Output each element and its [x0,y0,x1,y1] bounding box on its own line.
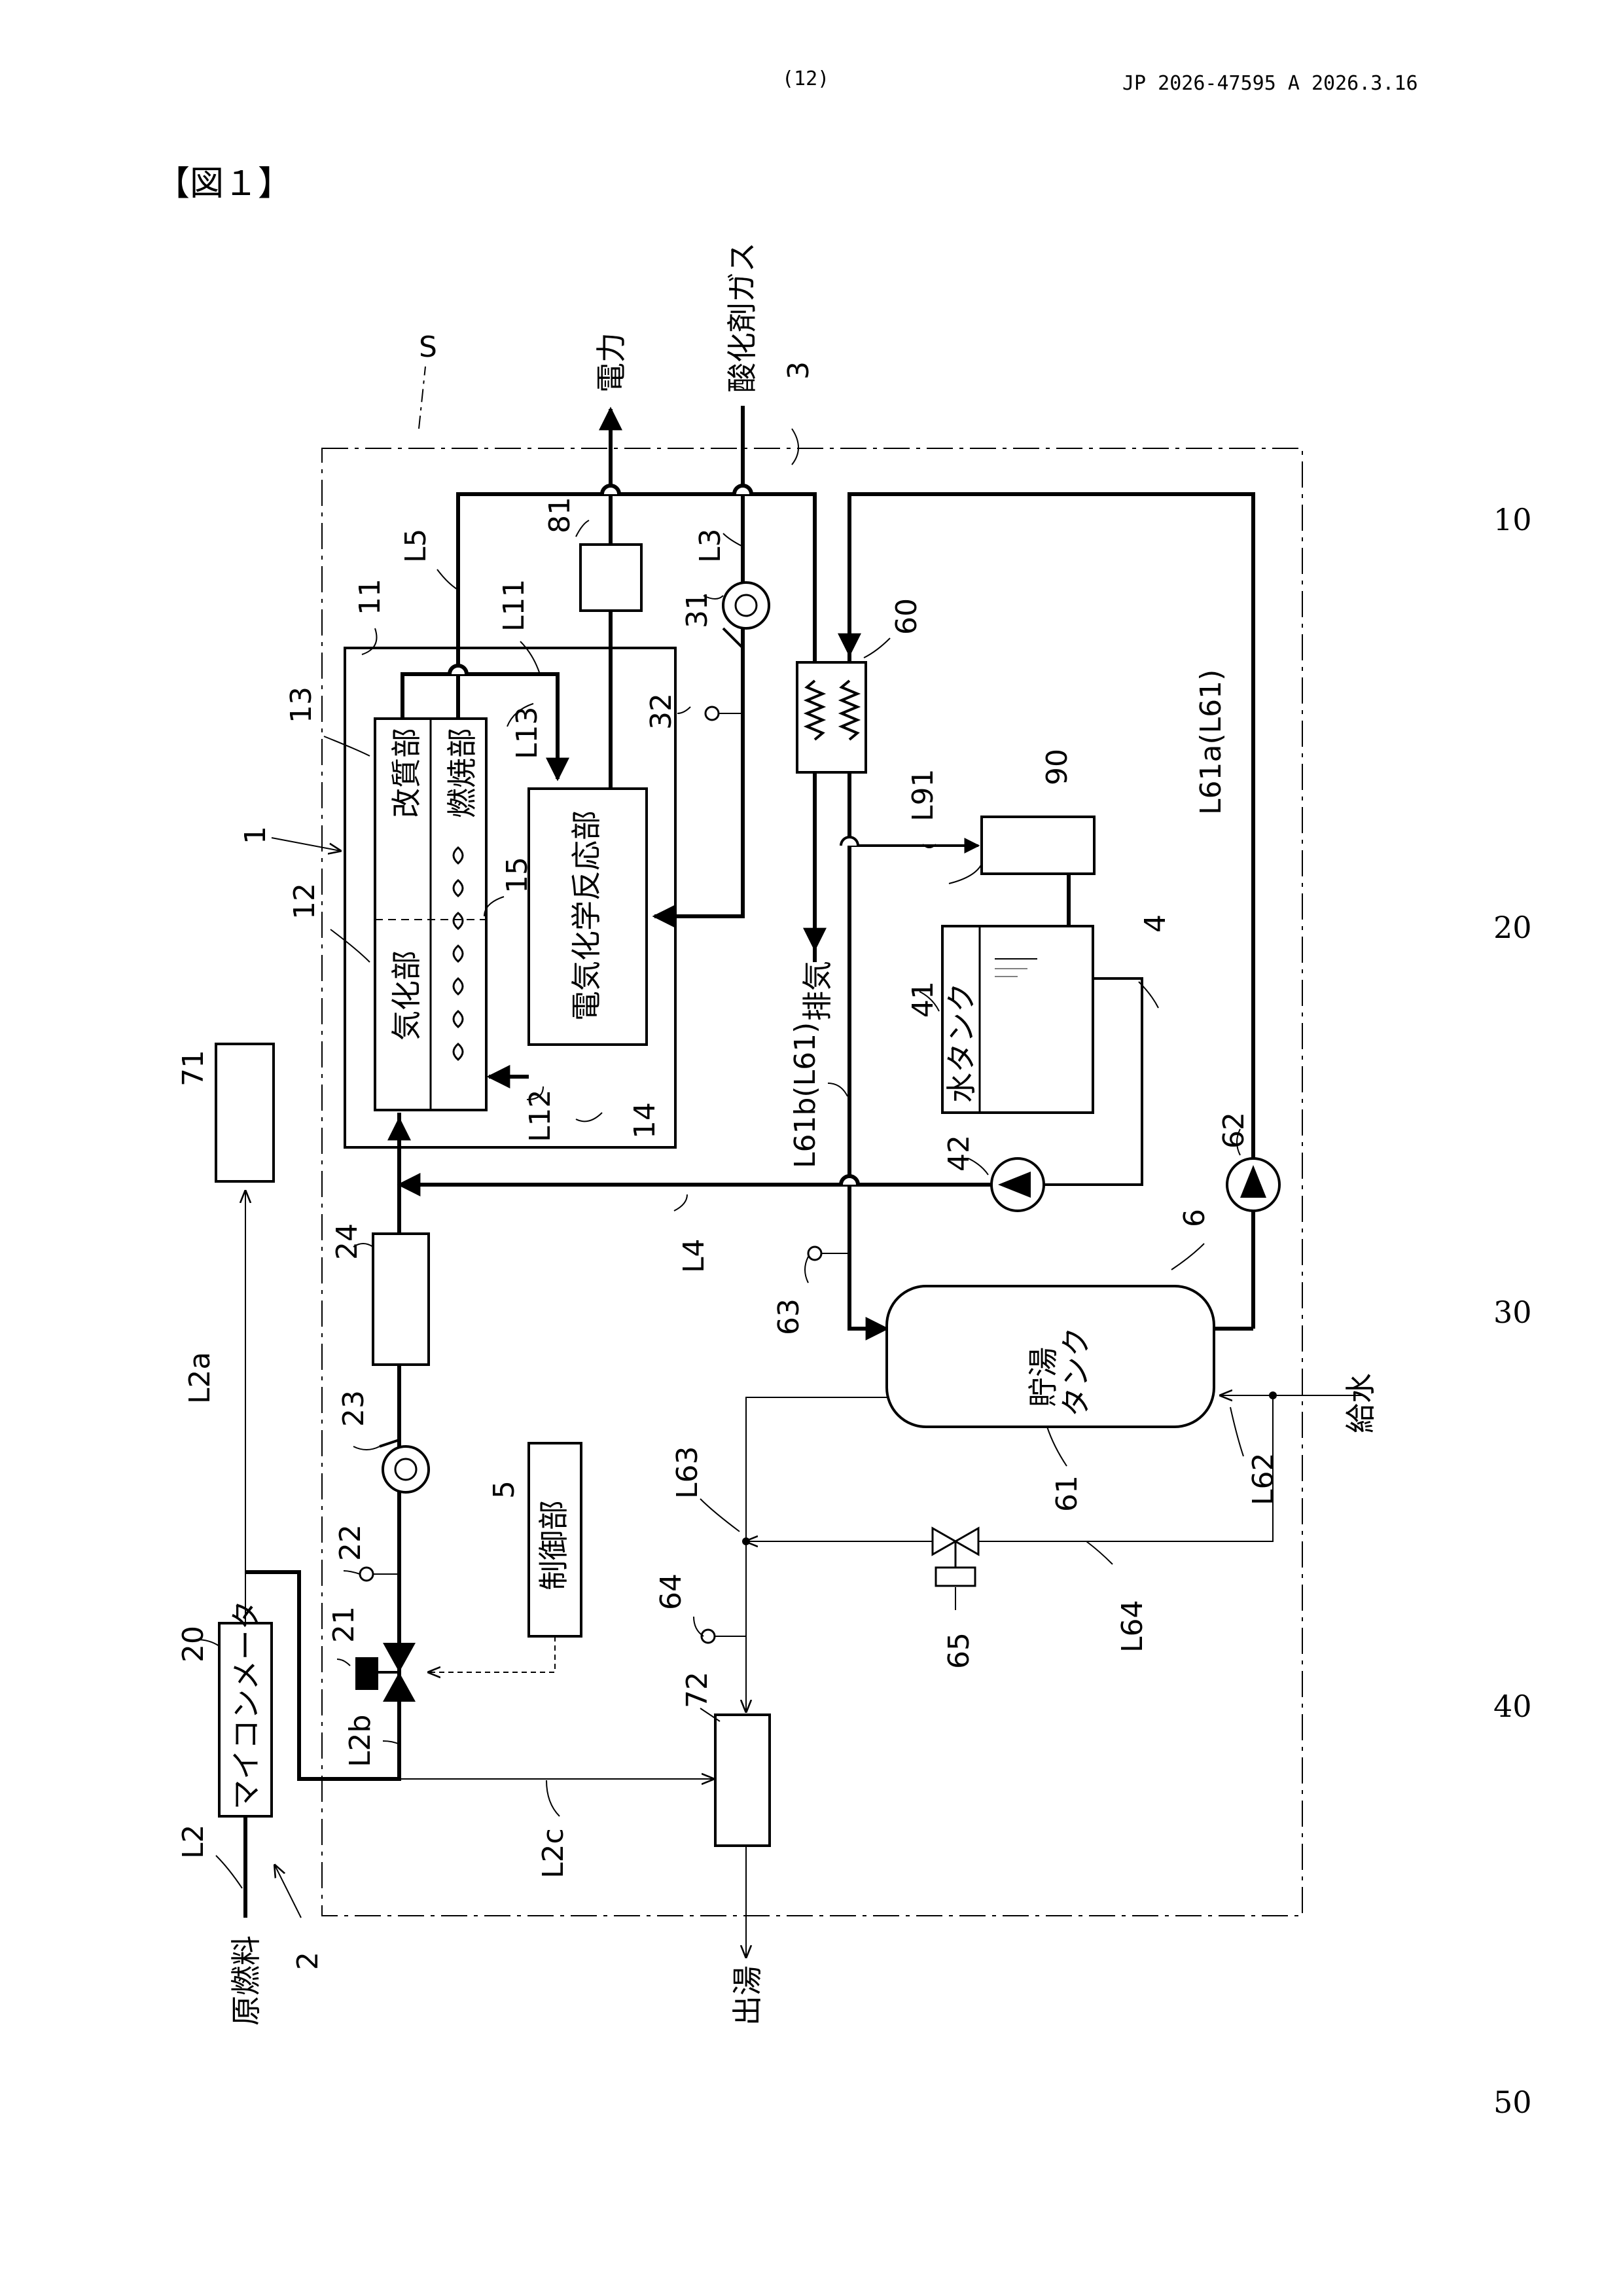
sensor-32 [705,707,719,720]
label-3: 3 [782,361,815,380]
label-L4: L4 [677,1238,711,1273]
label-water-tank: 水タンク [944,982,979,1103]
label-61: 61 [1050,1475,1084,1512]
label-5: 5 [488,1480,521,1499]
label-hot-water-out: 出湯 [730,1965,765,2026]
label-S: S [419,331,437,364]
label-13: 13 [285,687,318,723]
label-23: 23 [337,1390,370,1427]
label-L61b: L61b(L61) [789,1022,822,1168]
label-raw-fuel: 原燃料 [228,1935,264,2026]
label-32: 32 [645,693,678,730]
label-6: 6 [1178,1209,1211,1227]
label-L61a: L61a(L61) [1194,670,1228,815]
label-storage-tank-2: タンク [1058,1327,1094,1417]
label-41: 41 [906,981,940,1018]
sensor-63 [808,1247,821,1260]
label-L2c: L2c [537,1828,570,1878]
valve-21-actuator [355,1657,378,1690]
heat-exchanger-60 [797,662,866,772]
valve-65-actuator [936,1568,975,1586]
label-4: 4 [1139,914,1172,933]
label-vaporizing-section: 気化部 [389,950,424,1041]
label-L63: L63 [671,1446,704,1499]
label-storage-tank-1: 貯湯 [1026,1347,1061,1407]
label-L2: L2 [177,1824,210,1859]
label-L2a: L2a [183,1352,217,1404]
label-power: 電力 [594,332,629,393]
label-2: 2 [291,1952,325,1970]
label-31: 31 [681,592,714,628]
label-90: 90 [1041,749,1074,785]
label-72: 72 [681,1672,714,1708]
label-1: 1 [239,826,272,844]
label-15: 15 [501,857,534,893]
combustion-flames [454,848,463,1060]
label-exhaust: 排気 [800,961,835,1021]
fuel-blower-23 [383,1446,429,1492]
label-11: 11 [353,579,387,615]
label-controller: 制御部 [536,1500,571,1590]
label-L64: L64 [1116,1600,1149,1653]
label-63: 63 [772,1299,806,1335]
desulfurizer-24 [373,1234,429,1365]
label-81: 81 [543,497,577,533]
label-L62: L62 [1247,1452,1280,1505]
inverter-81 [580,545,641,611]
blower-31 [723,583,769,628]
label-L2b: L2b [344,1715,377,1767]
label-64: 64 [654,1573,688,1610]
sensor-22 [360,1568,373,1581]
label-60: 60 [890,598,923,635]
label-21: 21 [327,1606,361,1643]
label-electrochemical-section: 電気化学反応部 [569,810,604,1021]
label-71: 71 [177,1050,210,1086]
mixing-unit-72 [715,1715,770,1846]
label-22: 22 [334,1524,367,1561]
label-62: 62 [1217,1112,1251,1149]
label-20: 20 [177,1626,210,1662]
label-L3: L3 [694,528,727,563]
label-L11: L11 [497,579,531,632]
label-L12: L12 [524,1089,557,1142]
label-42: 42 [942,1135,976,1172]
label-14: 14 [628,1102,662,1139]
device-71 [216,1044,274,1181]
label-micom-meter: マイコンメータ [228,1600,264,1810]
condensate-tank-90 [982,817,1094,874]
label-65: 65 [942,1632,976,1669]
label-L91: L91 [906,768,940,821]
label-L5: L5 [399,528,433,563]
label-24: 24 [330,1223,364,1260]
label-12: 12 [288,883,321,920]
label-L13: L13 [510,706,544,759]
label-oxidant-gas: 酸化剤ガス [724,242,760,393]
label-supply-water: 給水 [1343,1373,1378,1433]
label-combustion-section: 燃焼部 [444,728,480,818]
label-reforming-section: 改質部 [389,728,424,818]
